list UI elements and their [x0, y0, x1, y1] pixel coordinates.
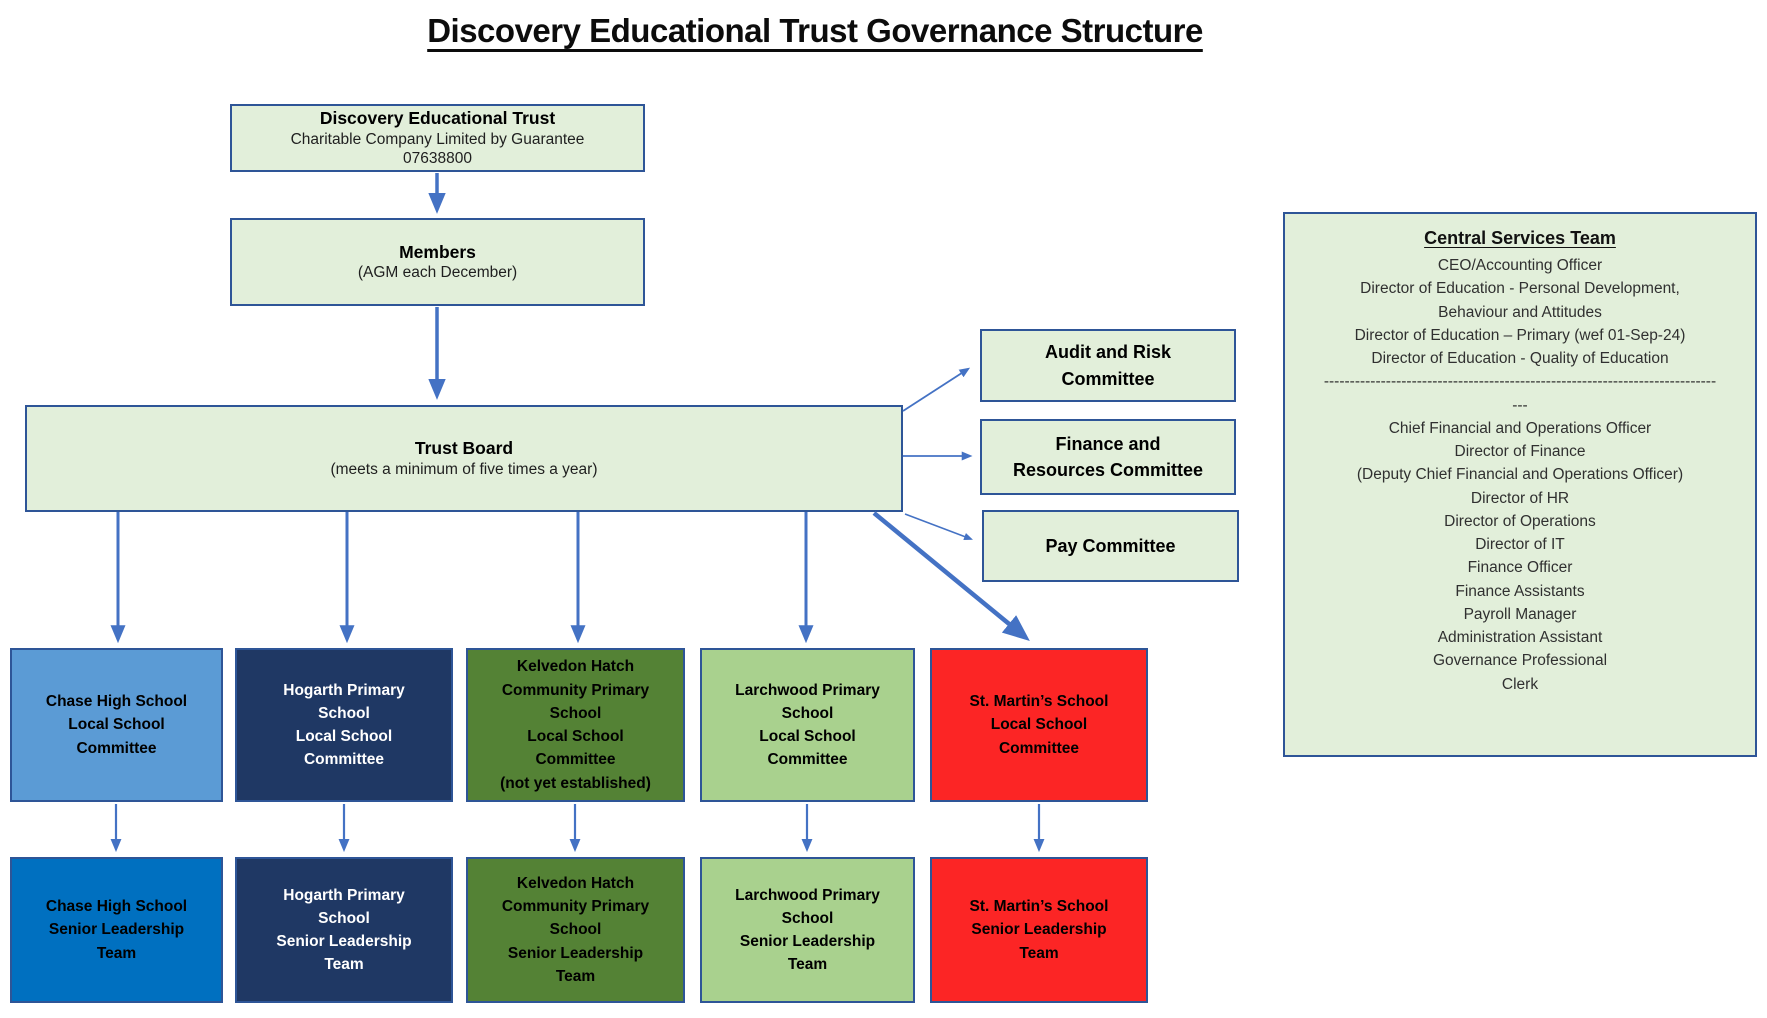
lsc-box-hogarth: Hogarth Primary School Local School Comm…: [235, 648, 453, 802]
lsc-label-kelvedon: Kelvedon Hatch Community Primary School …: [500, 658, 651, 792]
node-pay-committee: Pay Committee: [982, 510, 1239, 582]
node-finance-committee: Finance and Resources Committee: [980, 419, 1236, 495]
members-subtitle: (AGM each December): [357, 264, 518, 282]
trust-entity-line2: Charitable Company Limited by Guarantee: [290, 130, 585, 148]
lsc-label-chase: Chase High School Local School Committee: [45, 693, 188, 757]
arrow-board-to-pay-committee: [904, 513, 973, 541]
slt-box-kelvedon: Kelvedon Hatch Community Primary School …: [466, 857, 685, 1003]
slt-box-stmartins: St. Martin’s School Senior Leadership Te…: [930, 857, 1148, 1003]
node-trust-board: Trust Board (meets a minimum of five tim…: [25, 405, 903, 512]
node-trust-entity: Discovery Educational Trust Charitable C…: [230, 104, 645, 172]
slt-label-chase: Chase High School Senior Leadership Team: [45, 898, 188, 962]
central-services-title: Central Services Team: [1424, 228, 1616, 248]
slt-label-larchwood: Larchwood Primary School Senior Leadersh…: [735, 886, 880, 974]
lsc-box-stmartins: St. Martin’s School Local School Committ…: [930, 648, 1148, 802]
audit-committee-label: Audit and Risk Committee: [1044, 342, 1171, 389]
trust-board-subtitle: (meets a minimum of five times a year): [330, 460, 598, 478]
central-services-list: CEO/Accounting Officer Director of Educa…: [1323, 257, 1717, 693]
slt-box-larchwood: Larchwood Primary School Senior Leadersh…: [700, 857, 915, 1003]
lsc-box-kelvedon: Kelvedon Hatch Community Primary School …: [466, 648, 685, 802]
node-members: Members (AGM each December): [230, 218, 645, 306]
lsc-label-stmartins: St. Martin’s School Local School Committ…: [969, 693, 1109, 757]
slt-box-hogarth: Hogarth Primary School Senior Leadership…: [235, 857, 453, 1003]
slt-label-stmartins: St. Martin’s School Senior Leadership Te…: [969, 898, 1109, 962]
central-services-panel: Central Services Team CEO/Accounting Off…: [1283, 212, 1757, 757]
trust-board-title: Trust Board: [414, 438, 514, 459]
pay-committee-label: Pay Committee: [1045, 535, 1176, 556]
slt-box-chase: Chase High School Senior Leadership Team: [10, 857, 223, 1003]
page-title: Discovery Educational Trust Governance S…: [427, 12, 1203, 49]
trust-entity-company-number: 07638800: [403, 150, 472, 168]
lsc-box-larchwood: Larchwood Primary School Local School Co…: [700, 648, 915, 802]
finance-committee-label: Finance and Resources Committee: [1012, 433, 1204, 480]
node-audit-committee: Audit and Risk Committee: [980, 329, 1236, 402]
lsc-label-larchwood: Larchwood Primary School Local School Co…: [735, 681, 880, 769]
lsc-label-hogarth: Hogarth Primary School Local School Comm…: [283, 681, 405, 769]
lsc-box-chase: Chase High School Local School Committee: [10, 648, 223, 802]
arrow-board-to-audit-committee: [902, 367, 971, 412]
members-title: Members: [399, 241, 476, 262]
slt-label-kelvedon: Kelvedon Hatch Community Primary School …: [501, 874, 650, 985]
slt-label-hogarth: Hogarth Primary School Senior Leadership…: [276, 886, 412, 974]
trust-entity-title: Discovery Educational Trust: [319, 107, 556, 128]
